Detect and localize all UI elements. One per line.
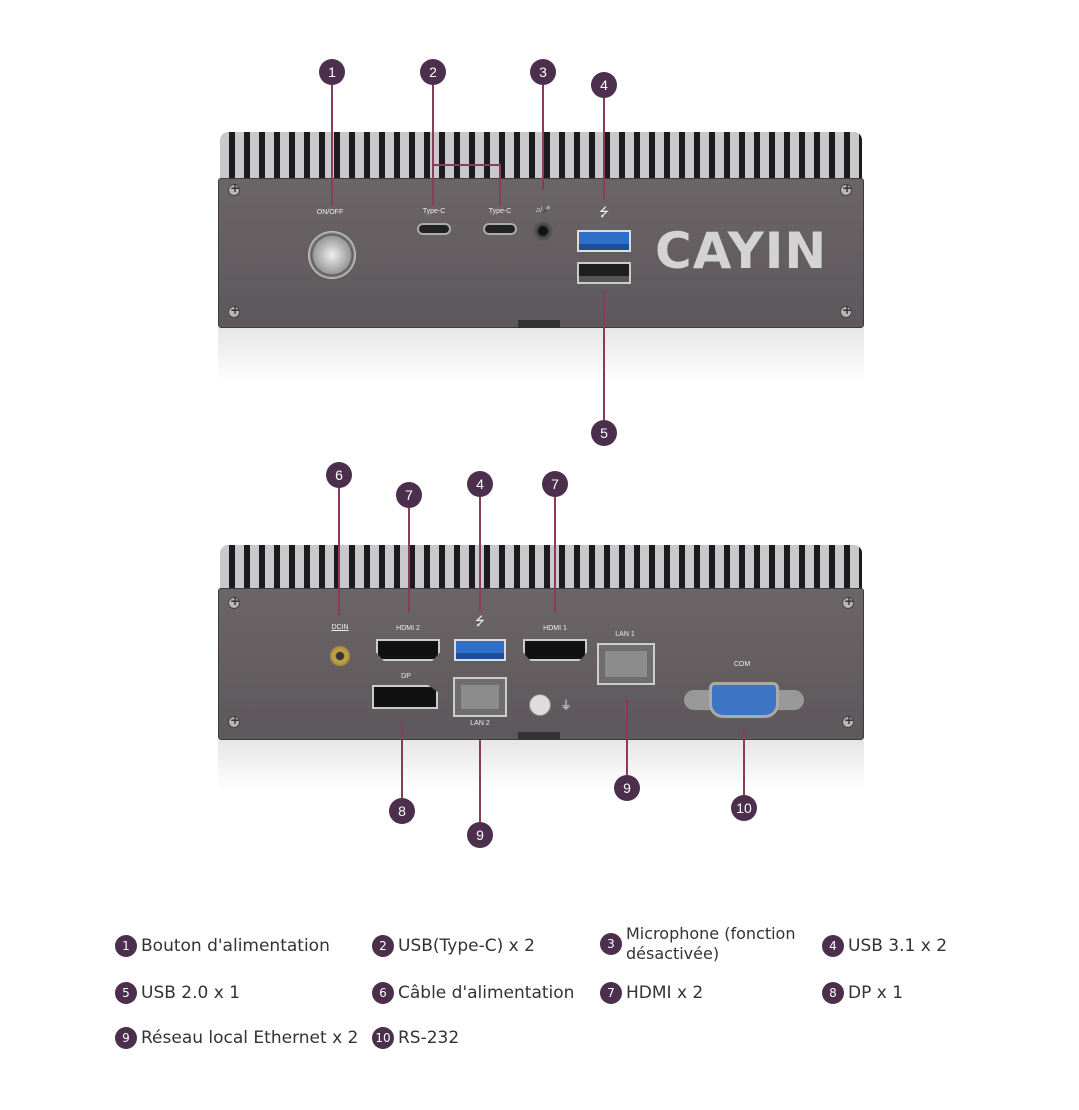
- com-port[interactable]: [709, 682, 779, 718]
- usb-typec-port-1[interactable]: [417, 223, 451, 235]
- lan1-port[interactable]: [597, 643, 655, 685]
- heatsink-fins: [220, 545, 862, 590]
- foot: [518, 320, 560, 328]
- callout-badge-9: 9: [614, 775, 640, 801]
- ground-screw: [529, 694, 551, 716]
- screw-icon: [228, 181, 241, 196]
- dcin-label: DCIN: [331, 624, 349, 631]
- cayin-logo: CAYIN: [655, 222, 828, 280]
- usb3-port[interactable]: [454, 639, 506, 661]
- screw-icon: [228, 303, 241, 318]
- audio-label: ♫/🎤: [535, 207, 551, 214]
- screw-icon: [840, 181, 853, 196]
- displayport[interactable]: [372, 685, 438, 709]
- hdmi1-label: HDMI 1: [543, 625, 567, 632]
- legend-badge: 2: [372, 935, 394, 957]
- lan1-label: LAN 1: [615, 631, 635, 638]
- usb-icon: ⭍: [599, 205, 609, 219]
- legend-badge: 1: [115, 935, 137, 957]
- hdmi1-port[interactable]: [523, 639, 587, 661]
- reflection: [218, 740, 864, 790]
- legend-badge: 9: [115, 1027, 137, 1049]
- legend-badge: 8: [822, 982, 844, 1004]
- legend-badge: 7: [600, 982, 622, 1004]
- legend-badge: 3: [600, 933, 622, 955]
- hdmi2-port[interactable]: [376, 639, 440, 661]
- callout-badge-2: 2: [420, 59, 446, 85]
- callout-badge-10: 10: [731, 795, 757, 821]
- screw-icon: [842, 594, 855, 609]
- dc-in-jack[interactable]: [330, 646, 350, 666]
- legend-badge: 10: [372, 1027, 394, 1049]
- legend-text: HDMI x 2: [626, 983, 704, 1003]
- callout-badge-5: 5: [591, 420, 617, 446]
- callout-badge-7: 7: [396, 482, 422, 508]
- microphone-jack[interactable]: [533, 221, 553, 241]
- usb-typec-port-2[interactable]: [483, 223, 517, 235]
- lan2-port[interactable]: [453, 677, 507, 717]
- legend-badge: 4: [822, 935, 844, 957]
- legend-text: Réseau local Ethernet x 2: [141, 1028, 359, 1048]
- screw-icon: [840, 303, 853, 318]
- legend-badge: 5: [115, 982, 137, 1004]
- usb2-port[interactable]: [577, 262, 631, 284]
- power-label: ON/OFF: [316, 209, 344, 216]
- lan2-label: LAN 2: [470, 720, 490, 727]
- callout-badge-3: 3: [530, 59, 556, 85]
- callout-badge-7: 7: [542, 471, 568, 497]
- ground-icon: ⏚: [559, 698, 573, 712]
- callout-line-2: [432, 85, 501, 205]
- usb-icon: ⭍: [475, 614, 485, 628]
- heatsink-fins: [220, 132, 862, 180]
- legend-text: DP x 1: [848, 983, 904, 1003]
- com-label: COM: [733, 661, 751, 668]
- power-button[interactable]: [308, 231, 356, 279]
- callout-badge-8: 8: [389, 798, 415, 824]
- callout-badge-1: 1: [319, 59, 345, 85]
- typec-label: Type-C: [488, 208, 512, 215]
- legend-text: Bouton d'alimentation: [141, 936, 330, 956]
- callout-badge-6: 6: [326, 462, 352, 488]
- legend-text: USB(Type-C) x 2: [398, 936, 535, 956]
- screw-icon: [228, 594, 241, 609]
- legend-text: Câble d'alimentation: [398, 983, 575, 1003]
- usb3-port[interactable]: [577, 230, 631, 252]
- legend-text: USB 3.1 x 2: [848, 936, 948, 956]
- callout-badge-4: 4: [591, 72, 617, 98]
- legend-text: Microphone (fonction désactivée): [626, 924, 796, 963]
- callout-badge-4: 4: [467, 471, 493, 497]
- typec-label: Type-C: [422, 208, 446, 215]
- foot: [518, 732, 560, 740]
- screw-icon: [842, 713, 855, 728]
- screw-icon: [228, 713, 241, 728]
- legend-text: USB 2.0 x 1: [141, 983, 241, 1003]
- hdmi2-label: HDMI 2: [396, 625, 420, 632]
- legend-badge: 6: [372, 982, 394, 1004]
- reflection: [218, 328, 864, 383]
- dp-label: DP: [401, 673, 411, 680]
- callout-badge-9: 9: [467, 822, 493, 848]
- legend-text: RS-232: [398, 1028, 460, 1048]
